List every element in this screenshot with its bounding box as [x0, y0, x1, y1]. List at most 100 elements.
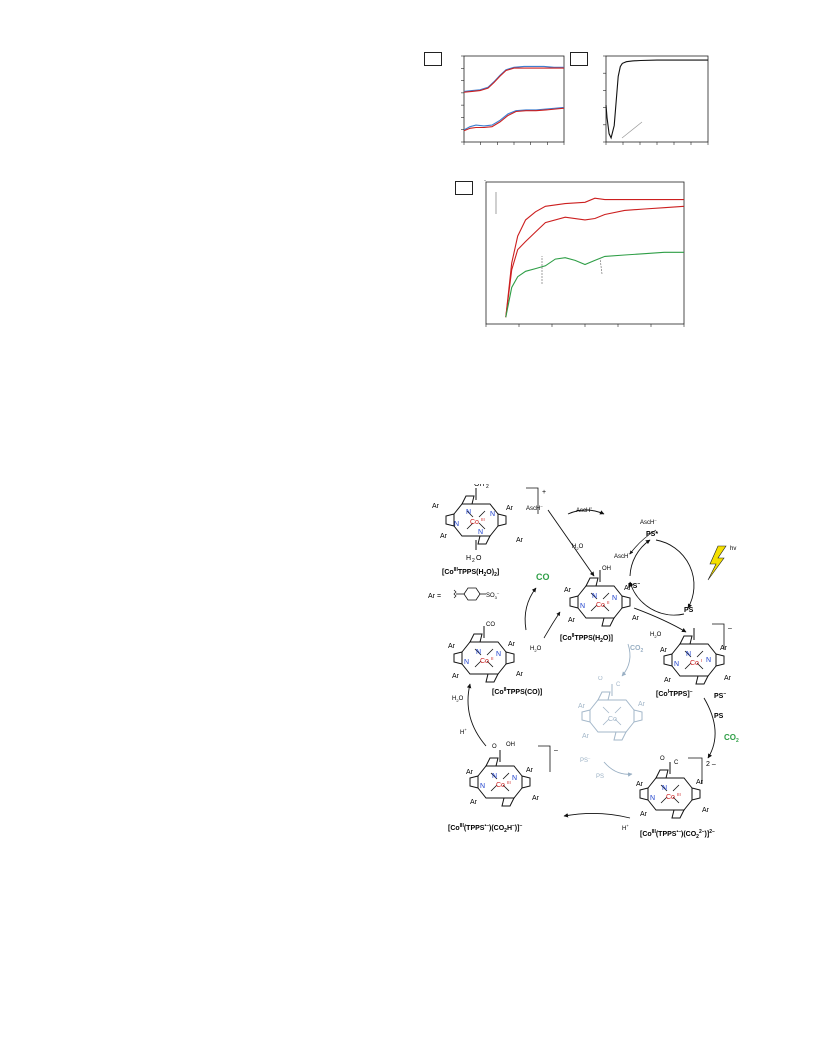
- hv-label: hv: [730, 546, 736, 552]
- metal-cobalt: Co: [666, 794, 675, 801]
- co2-binding-arrow: [703, 697, 716, 759]
- svg-text:[CoIIITPPS(H2O)2]: [CoIIITPPS(H2O)2]: [442, 567, 499, 578]
- n-atom: N: [476, 649, 481, 656]
- species-label-6: [CoIII(TPPS•–)(CO2H–)]–: [448, 823, 522, 834]
- species-co2-carbonyl: CO Ar Ar Ar Ar N N N Co II: [448, 622, 524, 683]
- co-product: CO: [536, 572, 550, 582]
- ligand-co: CO: [486, 622, 495, 628]
- svg-text:SO3–: SO3–: [486, 590, 500, 600]
- oh-group: OH: [506, 742, 515, 748]
- ar-label: Ar: [448, 643, 456, 650]
- ps-ground: PS: [684, 607, 694, 614]
- ar-label: Ar: [532, 795, 540, 802]
- ar-label: Ar: [526, 767, 534, 774]
- ligand-oh2: OH: [602, 566, 611, 572]
- ar-label: Ar: [506, 505, 514, 512]
- ar-label: Ar: [440, 533, 448, 540]
- n-atom: N: [478, 529, 483, 536]
- ar-label: Ar: [624, 585, 632, 592]
- species-label-4: [CoIITPPS(CO)]: [492, 687, 542, 696]
- h2o-o: O: [476, 555, 482, 562]
- ar-label: Ar: [516, 537, 524, 544]
- svg-text:[CoIITPPS(H2O)]: [CoIITPPS(H2O)]: [560, 633, 613, 644]
- species-co3-co2: O C Ar Ar Ar Ar N N Co III: [636, 756, 710, 819]
- asch-oxidized: AscH+: [614, 551, 631, 560]
- protonation-arrow: [563, 812, 631, 819]
- annotation-arrow: [599, 257, 603, 275]
- species-label-5: [CoIII(TPPS•–)(CO22–)]2–: [640, 829, 715, 840]
- species-co3-co2h: O OH Ar Ar Ar Ar N N N Co III: [466, 742, 540, 807]
- ar-label: Ar: [702, 807, 710, 814]
- ar-label: Ar: [636, 781, 644, 788]
- chart-c-spectra: [484, 180, 685, 327]
- charge-minus: –: [554, 747, 558, 754]
- ps-2: PS: [714, 713, 724, 720]
- n-atom: N: [592, 593, 597, 600]
- species-co3-aqua: OH 2 Ar Ar Ar Ar N N N N Co III H 2 O: [432, 484, 524, 564]
- c-atom: C: [616, 682, 621, 688]
- co2-reactant: CO2: [724, 733, 739, 744]
- metal-cobalt: Co: [608, 716, 617, 723]
- hplus-label: H+: [622, 823, 629, 832]
- series-line-0: [505, 197, 684, 318]
- ar-label: Ar: [564, 587, 572, 594]
- n-atom: N: [512, 775, 517, 782]
- charge-two-minus: 2 –: [706, 761, 716, 768]
- series-line-0: [463, 65, 564, 92]
- species-co1: Ar Ar Ar Ar N N N Co I: [660, 627, 732, 685]
- dehydration-arrow: [466, 683, 487, 747]
- ps-ghost: PS: [596, 774, 604, 780]
- n-atom: N: [496, 651, 501, 658]
- hplus-label-2: H+: [460, 727, 467, 736]
- ligand-h2o-bottom: H: [466, 555, 471, 562]
- ps-minus-2: PS–: [714, 691, 726, 700]
- ps-star: PS*: [646, 531, 658, 538]
- bracket: [688, 757, 703, 784]
- bracket: [712, 623, 725, 650]
- series-line-2: [505, 251, 684, 318]
- plot-frame: [463, 55, 565, 143]
- n-atom: N: [686, 651, 691, 658]
- ar-label: Ar: [640, 811, 648, 818]
- ar-label: Ar: [508, 641, 516, 648]
- h2o-release-2: H2O: [650, 632, 662, 639]
- n-atom: N: [650, 795, 655, 802]
- co2-ghost: CO2: [630, 645, 644, 654]
- bracket: [526, 487, 539, 514]
- n-atom: N: [464, 659, 469, 666]
- ar-def-label: Ar =: [428, 593, 441, 600]
- ar-label: Ar: [664, 677, 672, 684]
- series-line-0: [605, 59, 708, 140]
- ghost-arrow: [621, 643, 631, 677]
- h2o-release: H2O: [572, 544, 584, 551]
- oxidation-state: III: [481, 517, 485, 522]
- ligand-oh2-top: OH: [474, 484, 485, 488]
- ps-reduced: PS–: [628, 581, 640, 590]
- metal-cobalt: Co: [470, 519, 479, 526]
- oxidation-state: II: [607, 600, 610, 605]
- oxidation-state: II: [491, 656, 494, 661]
- ar-label: Ar: [660, 647, 668, 654]
- n-atom: N: [662, 785, 667, 792]
- ar-label: Ar: [578, 703, 586, 710]
- charge-minus: –: [728, 625, 732, 632]
- o-atom: O: [598, 676, 603, 682]
- metal-cobalt: Co: [496, 782, 505, 789]
- species-label-1: [CoIIITPPS(H2O)2]: [442, 567, 499, 578]
- n-atom: N: [480, 783, 485, 790]
- svg-text:[CoIII(TPPS•–)(CO22–)]2–: [CoIII(TPPS•–)(CO22–)]2–: [640, 829, 715, 840]
- oxidation-state: I: [701, 658, 702, 663]
- lightning-icon: [707, 545, 727, 581]
- svg-text:[CoIII(TPPS•–)(CO2H–)]–: [CoIII(TPPS•–)(CO2H–)]–: [448, 823, 522, 834]
- ar-label: Ar: [452, 673, 460, 680]
- reduction-arrow: [547, 509, 595, 577]
- c-atom: C: [674, 760, 679, 766]
- annotation-arrow: [621, 121, 643, 139]
- n-atom: N: [490, 511, 495, 518]
- n-atom: N: [492, 773, 497, 780]
- series-line-1: [463, 67, 564, 93]
- ghost-arrow-2: [603, 761, 633, 777]
- series-line-1: [505, 205, 685, 318]
- ar-label: Ar: [696, 779, 704, 786]
- series-line-2: [463, 106, 565, 131]
